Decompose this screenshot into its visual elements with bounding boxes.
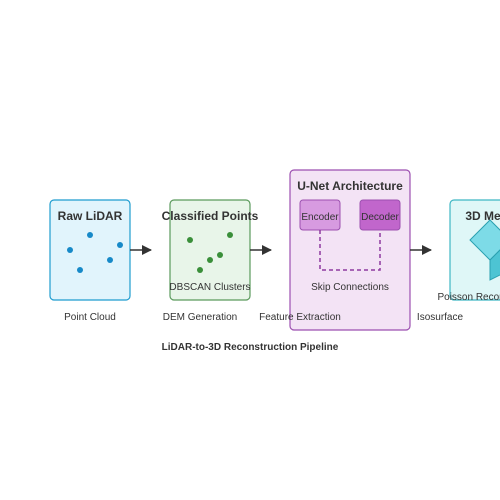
isosurface-label: Isosurface: [417, 312, 464, 323]
classified-point-cloud: [187, 232, 233, 273]
classified-point: [207, 257, 213, 263]
raw-point-cloud: [67, 232, 123, 273]
dem-generation-label: DEM Generation: [163, 312, 237, 323]
decoder-label: Decoder: [361, 212, 399, 223]
feature-extraction-label: Feature Extraction: [259, 312, 341, 323]
raw-point: [107, 257, 113, 263]
skip-connection-line: [319, 230, 381, 271]
classified-points-stage: Classified Points DBSCAN Clusters: [162, 199, 259, 301]
diagram-title: LiDAR-to-3D Reconstruction Pipeline: [162, 342, 339, 353]
classified-point: [187, 237, 193, 243]
raw-point: [77, 267, 83, 273]
decoder-block: [359, 199, 401, 231]
raw-point: [117, 242, 123, 248]
classified-point: [197, 267, 203, 273]
mesh-stage: 3D Mesh Poisson Reconstruction: [437, 199, 500, 303]
raw-point: [87, 232, 93, 238]
classified-point: [217, 252, 223, 258]
classified-points-title: Classified Points: [162, 209, 259, 223]
dbscan-caption: DBSCAN Clusters: [169, 282, 250, 293]
point-cloud-label: Point Cloud: [64, 312, 116, 323]
mesh-title: 3D Mesh: [465, 209, 500, 223]
raw-lidar-stage: Raw LiDAR: [49, 199, 131, 301]
unet-box: [289, 169, 411, 331]
raw-point: [67, 247, 73, 253]
classified-point: [227, 232, 233, 238]
unet-title: U-Net Architecture: [297, 179, 403, 193]
mesh-shape-side-icon: [489, 249, 500, 281]
unet-stage: U-Net Architecture Encoder Decoder Skip …: [289, 169, 411, 331]
poisson-caption: Poisson Reconstruction: [437, 292, 500, 303]
raw-lidar-title: Raw LiDAR: [58, 209, 123, 223]
skip-connections-caption: Skip Connections: [311, 282, 389, 293]
encoder-label: Encoder: [301, 212, 339, 223]
